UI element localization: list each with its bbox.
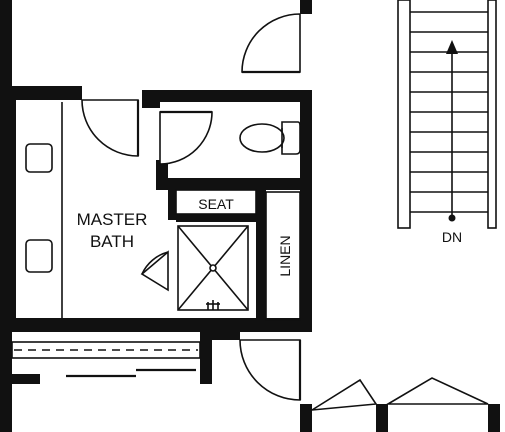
shower-door-swing: [140, 250, 169, 292]
staircase: [397, 0, 497, 229]
bath-left-wall: [0, 86, 16, 332]
stair-start-dot: [448, 214, 456, 222]
wc-left-wall-upper: [142, 90, 160, 108]
wc-right-wall: [300, 90, 312, 332]
bath-door-swing: [81, 99, 139, 157]
linen-closet: [265, 191, 301, 321]
seat-label: SEAT: [198, 196, 234, 212]
closet-right-jamb: [200, 340, 212, 384]
closet-door-left-swing: [311, 378, 378, 411]
master-bath-label-line2: BATH: [90, 232, 134, 251]
left-exterior-wall: [0, 0, 12, 92]
bath-top-wall: [0, 86, 82, 100]
stair-dn-label: DN: [442, 229, 462, 245]
stair-arrow-icon: [446, 40, 458, 54]
hall-top-wall: [300, 0, 312, 14]
lower-right-wall-1: [300, 404, 312, 432]
lower-right-wall-2: [376, 404, 388, 432]
sliding-closet-track: [11, 341, 201, 359]
toilet-icon: [239, 121, 301, 155]
linen-label: LINEN: [277, 235, 293, 276]
wc-top-wall: [142, 90, 312, 102]
lower-sink: [25, 239, 53, 273]
closet-wall-left: [0, 374, 40, 384]
shower-drain-icon: [209, 264, 217, 272]
wc-bottom-wall: [156, 178, 312, 190]
closet-door-right-swing: [385, 377, 489, 405]
shower-door-arc: [141, 251, 169, 275]
upper-sink: [25, 143, 53, 173]
hall-door-swing: [241, 13, 301, 73]
shower-seat: [175, 189, 257, 215]
closet-wall-right: [200, 326, 240, 340]
seat-divider-wall: [176, 214, 256, 222]
shower-valve-icon: [206, 300, 220, 310]
linen-left-wall: [256, 186, 266, 326]
wc-door-swing: [159, 111, 213, 165]
lower-door-swing: [239, 339, 301, 401]
lower-right-wall-3: [488, 404, 500, 432]
shower-left-wall: [168, 188, 176, 220]
master-bath-label-line1: MASTER: [77, 210, 148, 229]
